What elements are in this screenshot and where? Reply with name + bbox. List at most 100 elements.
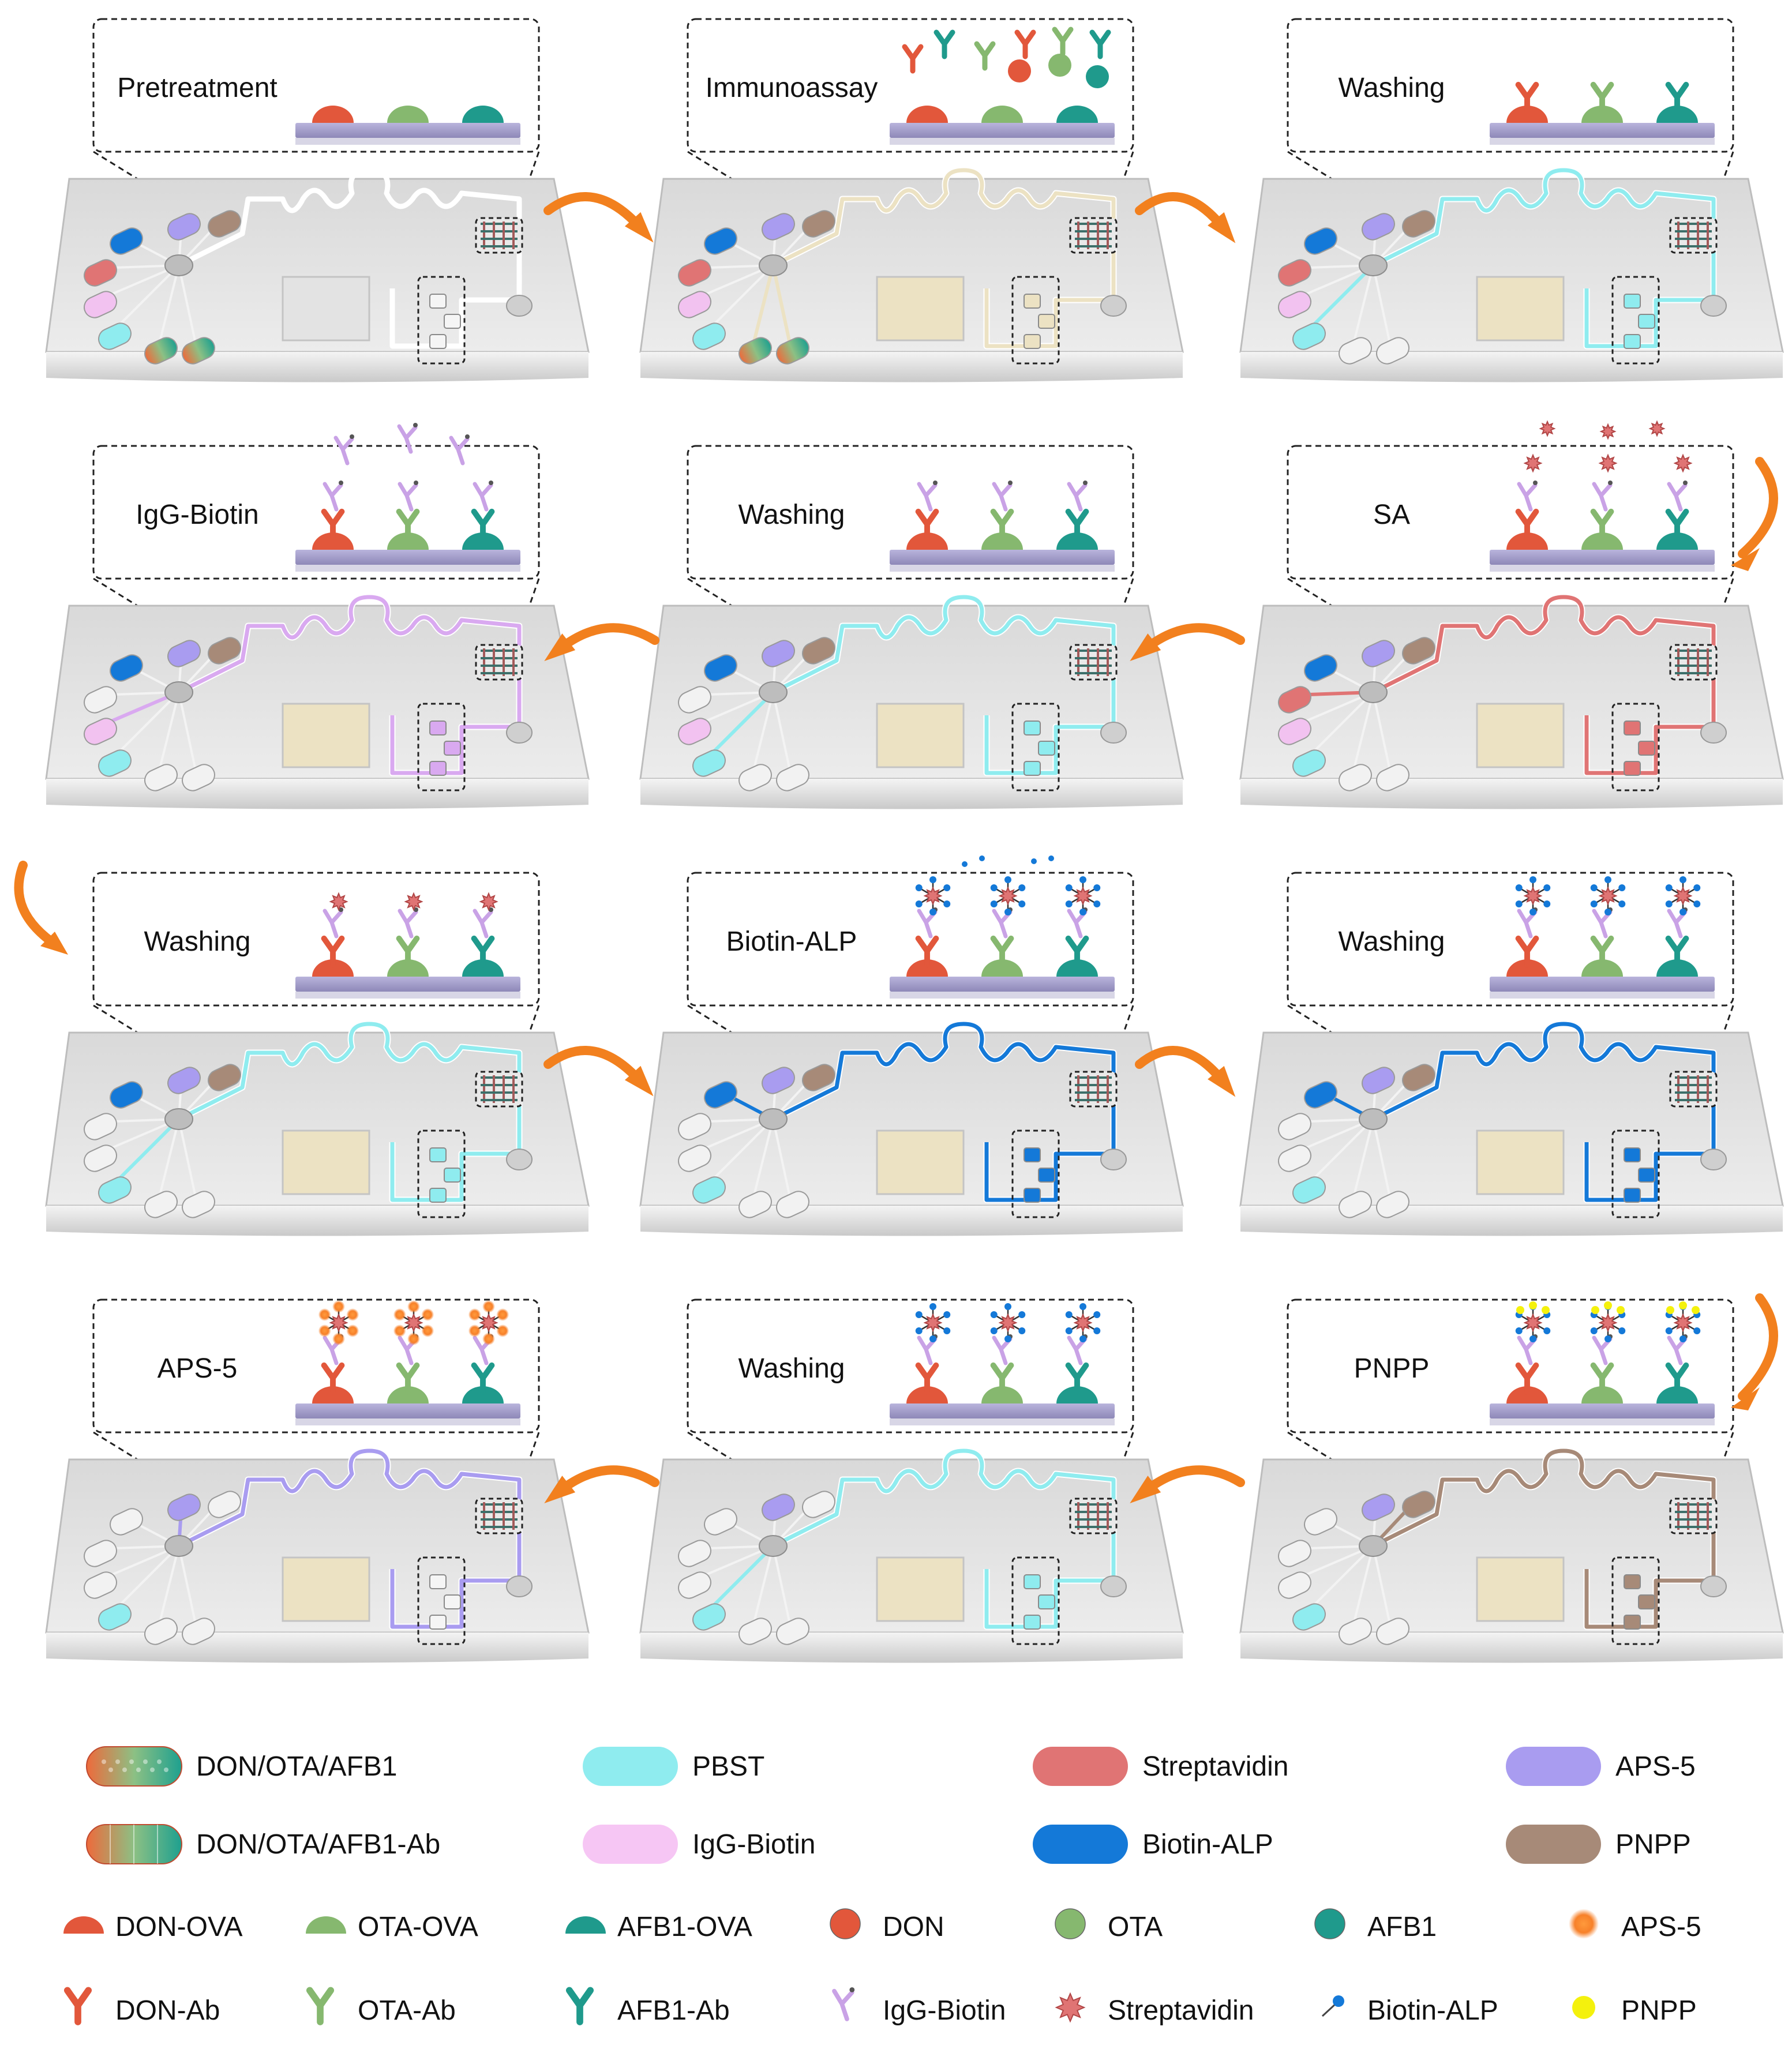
flow-arrow-head <box>1731 548 1760 571</box>
reagent-reservoir <box>738 1618 772 1645</box>
detection-chamber <box>282 703 370 768</box>
swatch-dot <box>129 1759 134 1764</box>
biotin-alp-icon <box>1693 1327 1701 1334</box>
antibody-icon <box>63 1987 92 2025</box>
ota-ball-icon <box>1048 54 1071 77</box>
biotin-alp-icon <box>1618 900 1626 907</box>
ova-dome-icon <box>1506 1386 1548 1403</box>
flow-arrow <box>1135 1046 1228 1086</box>
channel-spoke <box>111 691 180 760</box>
legend-label: DON-OVA <box>115 1912 242 1942</box>
step-panel: Immunoassay <box>639 18 1184 382</box>
channel-spoke <box>1352 265 1374 347</box>
streptavidin-icon <box>1598 886 1618 906</box>
active-spoke <box>771 265 792 347</box>
micro-valve <box>1624 1615 1641 1630</box>
chip-edge <box>1240 1633 1783 1663</box>
biotin-alp-icon <box>1529 1335 1536 1342</box>
ova-dome-icon <box>565 1916 606 1934</box>
aps5-glow-icon <box>496 1308 509 1321</box>
legend-label: APS-5 <box>1621 1912 1701 1942</box>
detection-chamber <box>1476 276 1565 342</box>
biotin-alp-icon <box>943 900 951 907</box>
reagent-reservoir <box>704 1081 737 1109</box>
antibody-icon <box>1590 935 1614 968</box>
ova-dome-icon <box>1056 959 1098 977</box>
biotin-alp-icon <box>1004 1335 1011 1342</box>
reagent-reservoir <box>182 337 215 365</box>
afb1-ball-icon <box>1086 65 1109 88</box>
waste-well <box>506 1149 533 1170</box>
reagent-reservoir <box>704 1508 737 1536</box>
biotin-icon <box>933 481 938 485</box>
streptavidin-icon <box>1598 453 1618 473</box>
reagent-swatch <box>1033 1747 1128 1786</box>
microfluidic-channel <box>178 1022 522 1202</box>
substrate-base <box>890 1418 1115 1425</box>
detection-chamber <box>282 1556 370 1622</box>
microfluidic-channel <box>772 168 1116 348</box>
reagent-reservoir <box>762 1067 795 1094</box>
micro-valve <box>429 1147 447 1162</box>
biotin-alp-icon <box>1679 909 1686 915</box>
reagent-reservoir <box>1376 337 1409 365</box>
biotin-alp-icon <box>1604 876 1611 883</box>
biotin-alp-icon <box>1018 1327 1026 1334</box>
reagent-reservoir <box>678 1113 711 1140</box>
streptavidin-icon <box>1523 1313 1543 1333</box>
legend-label: AFB1 <box>1367 1912 1437 1942</box>
ova-dome-icon <box>462 1386 504 1403</box>
micro-valve <box>1038 1168 1055 1183</box>
streptavidin-icon <box>923 1313 943 1333</box>
waste-well <box>506 1575 533 1597</box>
antibody-icon <box>396 508 420 541</box>
biotin-alp-icon <box>1004 1303 1011 1310</box>
reagent-reservoir <box>1362 1493 1395 1521</box>
biotin-icon <box>1533 481 1538 485</box>
reagent-reservoir <box>1339 764 1372 791</box>
legend-label: APS-5 <box>1615 1751 1696 1782</box>
antibody-icon <box>915 935 939 968</box>
streptavidin-icon <box>1055 1992 1086 2023</box>
reagent-reservoir <box>208 1064 241 1091</box>
chip-edge <box>1240 352 1783 382</box>
legend-label: OTA-OVA <box>358 1912 478 1942</box>
ova-dome-icon <box>906 106 948 123</box>
reagent-reservoir <box>144 1618 178 1645</box>
ova-dome-icon <box>387 959 429 977</box>
legend-label: IgG-Biotin <box>883 1995 1006 2026</box>
step-label: IgG-Biotin <box>136 500 258 530</box>
biotin-alp-icon <box>1031 858 1037 864</box>
reagent-swatch <box>1506 1825 1601 1864</box>
micro-valve <box>429 1615 447 1630</box>
detection-chamber <box>876 703 965 768</box>
biotin-alp-icon <box>1543 884 1551 891</box>
streptavidin-icon <box>329 1313 348 1333</box>
biotin-icon <box>1683 481 1688 485</box>
channel-spoke <box>1372 1119 1392 1200</box>
flow-arrow-head <box>544 633 576 662</box>
biotin-alp-icon <box>1333 1995 1344 2007</box>
biotin-icon <box>1083 481 1088 485</box>
legend-label: OTA <box>1108 1912 1163 1942</box>
aps5-glow-icon <box>1569 1909 1599 1939</box>
pnpp-dot-icon <box>1572 1996 1595 2019</box>
swatch-dot <box>108 1767 113 1772</box>
reagent-reservoir <box>1402 210 1435 238</box>
reagent-reservoir <box>98 1176 132 1204</box>
swatch-dot <box>150 1767 155 1772</box>
biotin-alp-icon <box>1665 884 1673 891</box>
biotin-alp-icon <box>1004 909 1011 915</box>
hub-well <box>1359 254 1388 276</box>
active-spoke <box>111 1117 181 1187</box>
igg-biotin-icon <box>323 482 343 512</box>
substrate <box>890 977 1115 992</box>
flow-arrow <box>1738 457 1778 558</box>
micro-valve <box>1624 1574 1641 1589</box>
ova-dome-icon <box>387 532 429 550</box>
antibody-icon <box>1052 27 1074 57</box>
reagent-reservoir <box>1292 1176 1326 1204</box>
antibody-icon <box>1665 1362 1689 1395</box>
